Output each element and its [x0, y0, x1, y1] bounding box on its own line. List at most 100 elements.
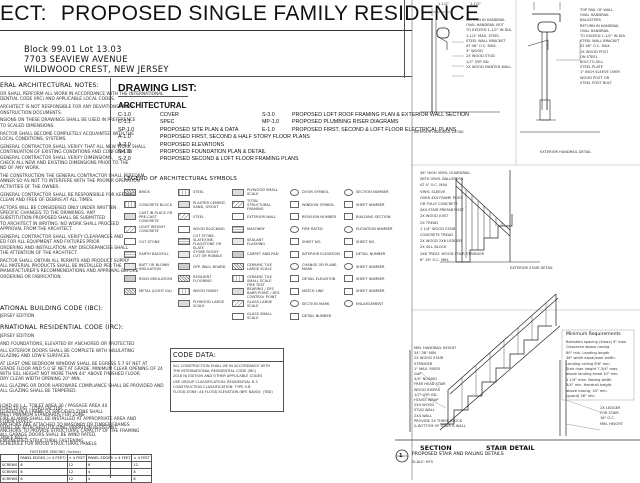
note-line: 1/2" GYP. BD.	[466, 59, 490, 64]
legend-swatch	[232, 201, 244, 209]
legend-row: BRICK	[124, 186, 173, 198]
legend-row: CERAMIC TILE LARGE SCALE	[232, 260, 281, 272]
legend-swatch	[232, 225, 244, 233]
section-label: SECTION	[420, 444, 452, 452]
note-line: 2X WOOD POST	[580, 49, 609, 54]
legend-label: METAL (LIGHT GA)	[139, 289, 172, 294]
legend-swatch	[344, 300, 353, 308]
legend-label: SHEET NO.	[302, 239, 322, 244]
legend-label: STEEL	[193, 190, 205, 195]
note-line: AT 48" O.C. MAX.	[580, 44, 611, 49]
note-line: HOUSE WRAP	[414, 398, 439, 403]
legend-label: CUT STONE, SLATE/ONE, FLAGSTONE OR SLATE	[193, 233, 222, 250]
bottom-detail-title: PROPOSED STAIR AND RAILING DETAILS	[412, 452, 504, 457]
note-line: ACTORS WILL BE CONSIDERED ONLY UNDER WRI…	[0, 205, 117, 211]
note-line: above landing tread 10" min.	[566, 372, 619, 377]
note-line: AT 4" O.C. MAX	[420, 183, 448, 188]
legend-row: CARPET AND PAD	[232, 248, 281, 260]
legend-row: CERAMIC TILE SMALL SCALE	[232, 273, 281, 285]
legend-row: EARTH BACKFILL	[124, 248, 173, 260]
note-line: Balusters spacing (4max) 4" max.	[566, 340, 628, 344]
table-cell: 6	[18, 461, 68, 469]
legend-label: SHEET NO.	[356, 239, 376, 244]
legend-label: RIGID INSULATION	[139, 276, 173, 281]
sheet-name: PROPOSED PLUMBING RISER DIAGRAMS	[292, 119, 399, 126]
ibc-heading: ATIONAL BUILDING CODE (IBC):	[0, 305, 104, 312]
note-line: WITH VINYL BALUSTERS	[420, 177, 464, 182]
legend-swatch	[178, 238, 190, 246]
table-cell: 8	[131, 468, 152, 476]
legend-swatch	[290, 287, 299, 295]
legend-label: WOOD BLOCKING	[193, 227, 225, 232]
table-cell: SCREWS	[0, 475, 20, 483]
legend-swatch	[344, 188, 353, 196]
note-line: STEEL POST BOLT	[580, 80, 612, 85]
note-line: DENTIAL CODE (IRC) AND APPLICABLE LOCAL …	[0, 97, 116, 103]
legend-label: DETAIL NUMBER	[302, 314, 332, 319]
notes-column-rule	[110, 78, 111, 478]
legend-row: ELEVATION NUMBER	[344, 223, 394, 235]
note-line: STEEL WALL BRACKET	[466, 38, 506, 43]
drawing-list-right: S-3.0 PROPOSED LOFT ROOF FRAMING PLAN & E…	[262, 112, 469, 134]
note-line: TO ARCHITECT IN WRITING. NO WORK SHALL P…	[0, 221, 119, 227]
note-line: GENERAL CONTRACTOR SHALL BE RESPONSIBLE …	[0, 192, 135, 198]
legend-row: BATT OR BLOWN INSULATION	[124, 260, 173, 272]
legend-swatch	[124, 287, 136, 295]
legend-label: BATT OR BLOWN INSULATION	[139, 262, 169, 271]
table-header-cell	[0, 454, 20, 462]
sheet-code: S-3.0	[262, 112, 275, 118]
detail-number: 1	[399, 453, 403, 459]
note-line: OR SHALL PERFORM ALL WORK IN ACCORDANCE …	[0, 92, 164, 97]
sheet-code: SP-1.0	[118, 126, 135, 133]
note-line: 36" HIGH VINYL GUARDRAIL	[420, 171, 471, 175]
legend-row: SHEET NUMBER	[344, 273, 394, 285]
exterior-stair-title: EXTERIOR STAIR DETAIL	[510, 266, 553, 270]
legend-row: INTERIOR ELEVATION	[290, 248, 340, 260]
dim-1: 1-1/2"	[438, 2, 450, 6]
legend-row: CAST IN PLACE OR PRE-CAST CONCRETE	[124, 211, 173, 223]
legend-swatch	[232, 238, 244, 246]
legend-swatch	[178, 213, 190, 221]
note-line: STUD WALL	[414, 408, 435, 413]
legend-row: SECTION NUMBER	[344, 186, 394, 198]
note-line: JERSEY EDITION	[0, 334, 35, 339]
legend-label: CUT STONE	[139, 239, 160, 244]
legend-label: TOTAL STRUCTURAL FRAMING	[247, 198, 271, 211]
note-line: 2018 NJ EDITION AND OTHER APPLICABLE COD…	[173, 374, 263, 379]
note-line: AT 48" O.C. MAX.	[466, 44, 497, 49]
legend-label: PLYWOOD SMALL SCALE	[247, 188, 278, 197]
legend-row: SHEET NO.	[290, 236, 340, 248]
note-line: 2X4 WALL	[414, 413, 432, 418]
note-line: 3/4" NOSING	[414, 377, 437, 382]
legend-row: WOOD BLOCKING	[178, 223, 227, 235]
note-line: ORDERING AND INSTALLATION. ANY DISCREPAN…	[0, 245, 128, 251]
dim-2: 1-1/2"	[470, 2, 482, 6]
note-line: OVAL HANDRAIL	[580, 28, 610, 33]
legend-swatch	[178, 188, 190, 196]
note-line: ALL MATERIAL PRODUCTS SHALL BE INSTALLED…	[0, 264, 122, 270]
sheet-code: S-2.0	[118, 156, 131, 163]
legend-row: PLASTER CEMENT, SAND, GROUT	[178, 198, 227, 210]
title-main: PROPOSED SINGLE FAMILY RESIDENCE	[60, 2, 480, 25]
note-line: GRADE FLOOR AND 5.0 SF NET AT GRADE. MIN…	[0, 366, 163, 372]
legend-label: MATCH LINE	[302, 289, 324, 294]
sheet-name: PROPOSED LOFT ROOF FRAMING PLAN & EXTERI…	[292, 112, 469, 118]
city-state: WILDWOOD CREST, NEW JERSEY	[24, 64, 169, 74]
sheet-code: C-1.0	[118, 112, 131, 118]
legend-row: SEALANT FLASHING	[232, 236, 281, 248]
note-line: ALL EXTERIOR DOORS SHALL BE COMPLETE WIT…	[0, 349, 135, 354]
sheet-code: A-2.0	[118, 141, 131, 148]
table-cell: SCREWS	[0, 468, 20, 476]
note-line: BALUSTERS	[580, 18, 601, 23]
legend-swatch	[232, 213, 244, 221]
legend-row: SHEET NUMBER	[344, 260, 394, 272]
legend-swatch	[290, 300, 299, 308]
legend-swatch	[178, 225, 190, 233]
